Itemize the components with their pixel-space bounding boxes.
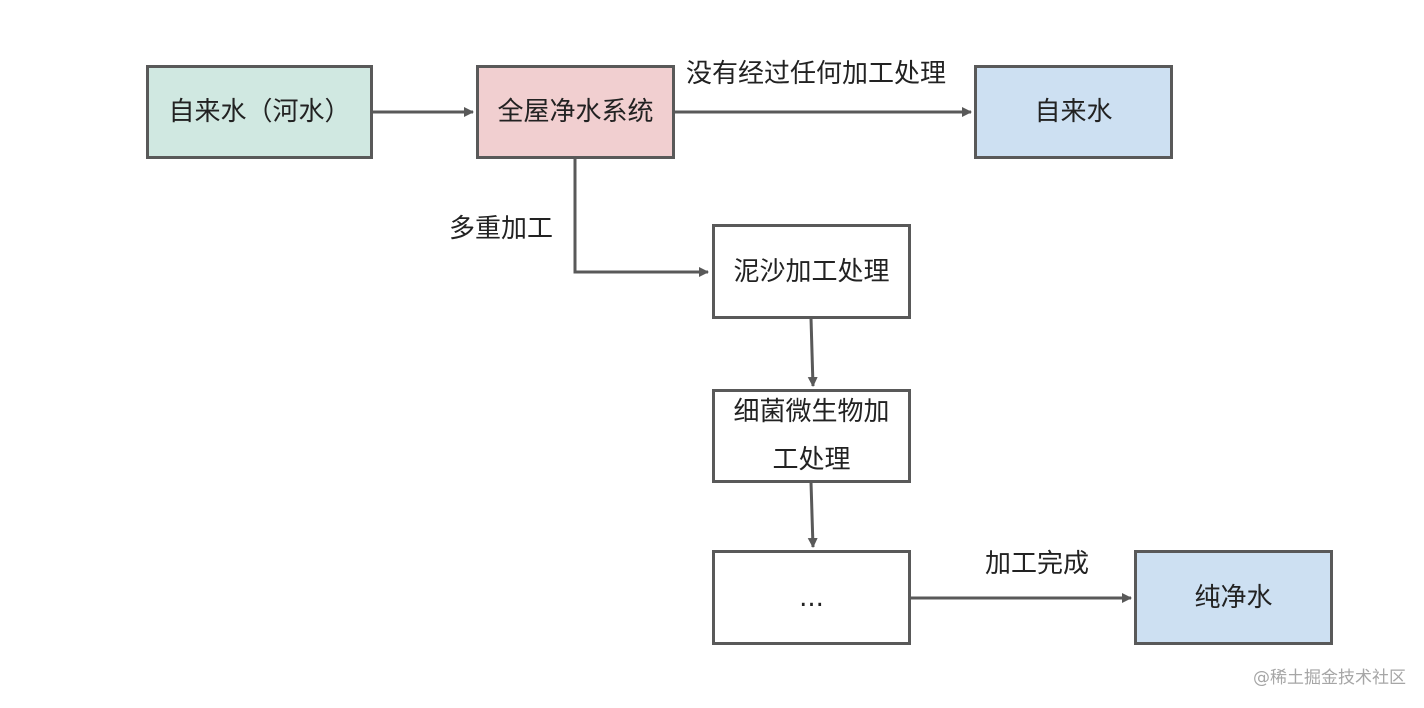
node-sediment-label: 泥沙加工处理 — [733, 256, 890, 287]
edge-label-unprocessed: 没有经过任何加工处理 — [686, 59, 947, 89]
watermark: @稀土掘金技术社区 — [1253, 668, 1406, 688]
arrow-system-to-sediment — [573, 158, 709, 277]
edge-label-multi: 多重加工 — [449, 214, 554, 244]
node-tap-output-label: 自来水 — [1034, 97, 1113, 127]
node-source: 自来水（河水） — [146, 65, 373, 159]
node-bacteria-label-line1: 细菌微生物加 — [733, 397, 890, 427]
node-sediment: 泥沙加工处理 — [712, 224, 911, 319]
arrow-sediment-to-bacteria — [807, 317, 818, 387]
node-tap-output: 自来水 — [974, 65, 1173, 159]
node-bacteria-label-line2: 工处理 — [772, 445, 851, 475]
node-pure-output-label: 纯净水 — [1194, 582, 1273, 613]
node-system-label: 全屋净水系统 — [497, 97, 654, 127]
node-bacteria: 细菌微生物加 工处理 — [712, 389, 911, 483]
node-pure-output: 纯净水 — [1134, 550, 1333, 645]
node-source-label: 自来水（河水） — [168, 97, 351, 127]
node-more: ... — [712, 550, 911, 645]
node-system: 全屋净水系统 — [476, 65, 675, 159]
arrow-bacteria-to-more — [807, 481, 818, 548]
edge-label-done: 加工完成 — [985, 549, 1090, 579]
node-more-label: ... — [799, 582, 824, 613]
